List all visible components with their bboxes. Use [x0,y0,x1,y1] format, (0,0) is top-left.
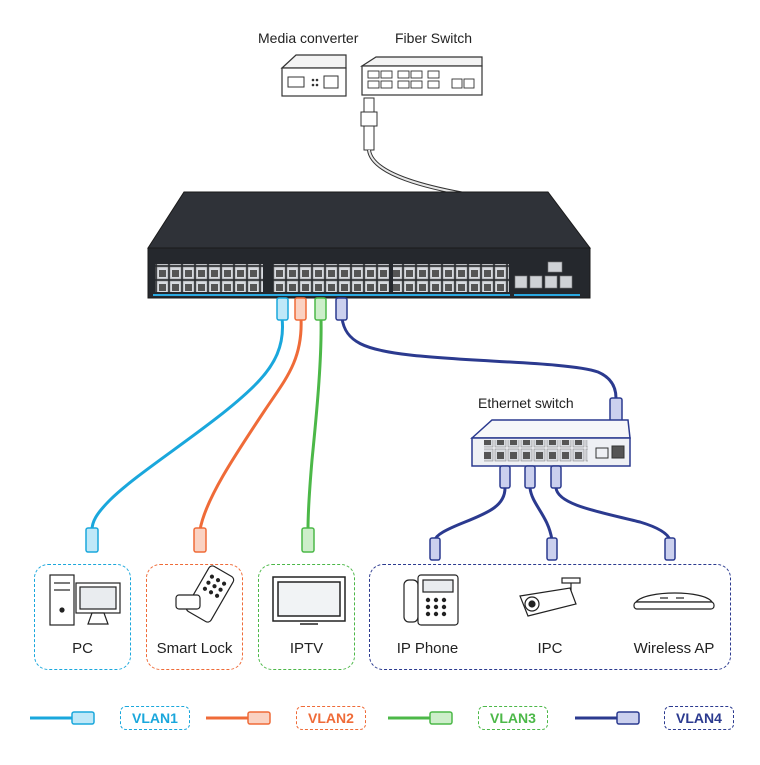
media-converter-device [280,54,347,97]
ip-phone-icon [403,574,459,626]
ethernet-switch [470,419,631,467]
legend-cable-vlan2 [206,711,271,725]
media-converter-label: Media converter [258,30,359,46]
vlan4-cable [335,297,623,423]
wireless-ap-label: Wireless AP [633,640,715,657]
smart-lock-label: Smart Lock [156,640,233,657]
pc-box [34,564,131,670]
iptv-label: IPTV [289,640,324,657]
tv-icon [272,576,346,625]
legend-cable-vlan3 [388,711,453,725]
iptv-box [258,564,355,670]
legend-vlan1: VLAN1 [120,706,190,730]
fiber-switch-device [359,56,483,96]
smart-lock-icon [175,565,235,623]
vlan4-devices-box [369,564,731,670]
legend-cable-vlan4 [575,711,640,725]
vlan1-cable [85,297,289,553]
ip-phone-label: IP Phone [396,640,459,657]
fiber-switch-label: Fiber Switch [395,30,473,46]
ipc-label: IPC [537,640,563,657]
pc-icon [49,574,121,626]
ethernet-switch-downlinks [429,465,676,561]
pc-label: PC [72,640,93,657]
ip-camera-icon [519,577,581,617]
smart-lock-box [146,564,243,670]
vlan3-cable [301,297,327,553]
vlan2-cable [193,297,307,553]
legend-vlan2: VLAN2 [296,706,366,730]
legend-vlan4: VLAN4 [664,706,734,730]
legend-cable-vlan1 [30,711,95,725]
wireless-ap-icon [633,592,715,610]
ethernet-switch-label: Ethernet switch [478,395,574,411]
main-switch [147,191,591,299]
legend-vlan3: VLAN3 [478,706,548,730]
